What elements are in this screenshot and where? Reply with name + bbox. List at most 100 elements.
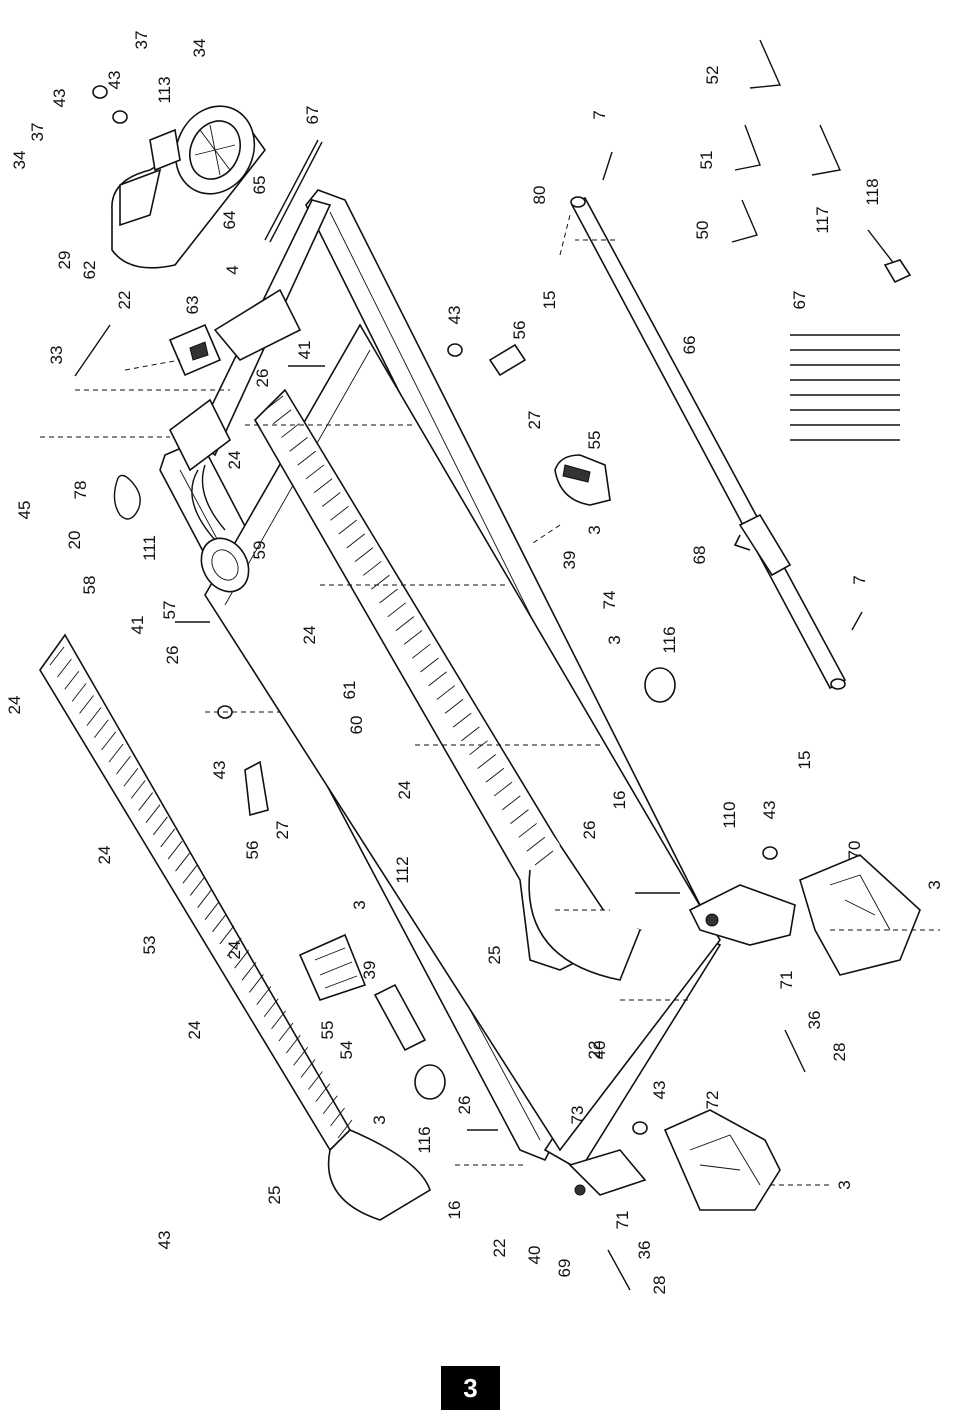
callout-116: 116 [415, 1126, 434, 1153]
roller-end-cap-right [554, 454, 611, 506]
callout-55: 55 [585, 431, 604, 450]
callout-15: 15 [795, 751, 814, 770]
right-walking-track [253, 388, 643, 981]
callout-55: 55 [318, 1021, 337, 1040]
callout-15: 15 [540, 291, 559, 310]
axle-rod [264, 139, 323, 243]
callout-24: 24 [95, 846, 114, 865]
callout-68: 68 [690, 546, 709, 565]
callout-56: 56 [243, 841, 262, 860]
callout-37: 37 [28, 123, 47, 142]
callout-57: 57 [160, 601, 179, 620]
callout-64: 64 [220, 211, 239, 230]
callout-67: 67 [303, 106, 322, 125]
callout-71: 71 [777, 971, 796, 990]
callout-69: 69 [555, 1259, 574, 1278]
callout-56: 56 [510, 321, 529, 340]
callout-50: 50 [693, 221, 712, 240]
callout-3: 3 [350, 900, 369, 909]
callout-26: 26 [580, 821, 599, 840]
callout-59: 59 [250, 541, 269, 560]
callout-40: 40 [525, 1246, 544, 1265]
callout-39: 39 [360, 961, 379, 980]
callout-41: 41 [128, 616, 147, 635]
callout-112: 112 [393, 856, 412, 883]
callout-16: 16 [445, 1201, 464, 1220]
callout-3: 3 [925, 880, 944, 889]
callout-74: 74 [600, 591, 619, 610]
callout-39: 39 [560, 551, 579, 570]
callout-116: 116 [660, 626, 679, 653]
callout-65: 65 [250, 176, 269, 195]
callout-43: 43 [760, 801, 779, 820]
rear-foot-left [663, 1109, 781, 1211]
treadmill-exploded-parts-diagram: 3333334771515161620222222242424242424242… [5, 31, 944, 1295]
callout-67: 67 [790, 291, 809, 310]
rear-bracket-left [568, 1149, 647, 1196]
rod-bundle [790, 334, 900, 441]
callout-111: 111 [140, 535, 159, 561]
callout-43: 43 [210, 761, 229, 780]
small-brackets [244, 343, 527, 1052]
drive-belt-and-pulley [191, 464, 250, 593]
callout-66: 66 [680, 336, 699, 355]
rear-foot-right [799, 854, 921, 976]
motor-assembly [111, 105, 266, 269]
callout-28: 28 [830, 1043, 849, 1062]
callout-43: 43 [105, 71, 124, 90]
callout-24: 24 [5, 696, 24, 715]
callout-41: 41 [295, 341, 314, 360]
callout-51: 51 [697, 151, 716, 170]
callout-34: 34 [10, 151, 29, 170]
callout-36: 36 [635, 1241, 654, 1260]
callout-54: 54 [337, 1041, 356, 1060]
hex-keys [731, 39, 912, 284]
rear-bracket-right [688, 884, 796, 946]
callout-27: 27 [525, 411, 544, 430]
callout-24: 24 [225, 451, 244, 470]
callout-62: 62 [80, 261, 99, 280]
callout-22: 22 [490, 1239, 509, 1258]
page-number: 3 [441, 1366, 500, 1410]
callout-26: 26 [253, 369, 272, 388]
callout-25: 25 [265, 1186, 284, 1205]
callout-78: 78 [71, 481, 90, 500]
callout-7: 7 [590, 110, 609, 119]
crossbar [570, 196, 847, 690]
callout-3: 3 [835, 1180, 854, 1189]
callout-26: 26 [455, 1096, 474, 1115]
callout-53: 53 [140, 936, 159, 955]
callout-24: 24 [395, 781, 414, 800]
callout-80: 80 [530, 186, 549, 205]
callout-43: 43 [50, 89, 69, 108]
callout-3: 3 [605, 635, 624, 644]
assembly-guides [40, 214, 940, 1186]
callout-16: 16 [610, 791, 629, 810]
left-walking-track [39, 633, 431, 1221]
callout-72: 72 [703, 1091, 722, 1110]
callout-45: 45 [15, 501, 34, 520]
callout-28: 28 [650, 1276, 669, 1295]
callout-61: 61 [340, 681, 359, 700]
callout-58: 58 [80, 576, 99, 595]
callout-4: 4 [223, 265, 242, 274]
callout-24: 24 [225, 941, 244, 960]
callout-113: 113 [155, 76, 174, 103]
callout-20: 20 [65, 531, 84, 550]
callout-7: 7 [850, 575, 869, 584]
callout-3: 3 [585, 525, 604, 534]
callout-43: 43 [445, 306, 464, 325]
ground-wire [113, 474, 141, 520]
callout-34: 34 [190, 39, 209, 58]
callout-73: 73 [568, 1106, 587, 1125]
callout-70: 70 [845, 841, 864, 860]
callout-24: 24 [185, 1021, 204, 1040]
callout-110: 110 [720, 801, 739, 828]
callout-60: 60 [347, 716, 366, 735]
screws [74, 151, 863, 1291]
callout-29: 29 [55, 251, 74, 270]
callout-27: 27 [273, 821, 292, 840]
callout-25: 25 [485, 946, 504, 965]
callout-24: 24 [300, 626, 319, 645]
